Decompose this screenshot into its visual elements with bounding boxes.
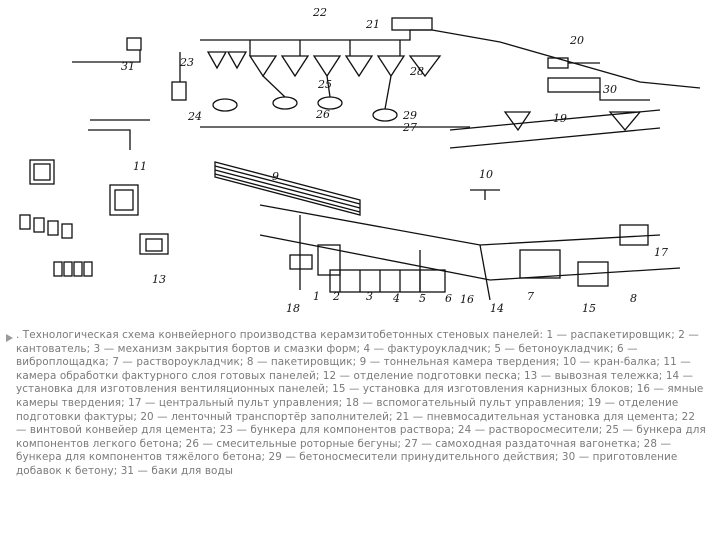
label-15: 15 (582, 302, 596, 315)
label-27: 27 (402, 121, 417, 134)
label-30: 30 (603, 83, 617, 96)
mortar-hoppers (206, 51, 248, 70)
conveyor-line-lower (259, 234, 681, 281)
conveyor-production-scheme: 1 2 3 4 5 6 7 8 9 10 11 13 14 15 16 17 1… (19, 6, 701, 315)
label-17: 17 (654, 246, 668, 259)
additives-preparation (547, 77, 601, 93)
panel-stack-left (19, 214, 93, 277)
central-control-panel (619, 224, 649, 246)
roller-mixer (272, 96, 298, 110)
tipper (317, 244, 341, 276)
label-2: 2 (332, 290, 340, 303)
water-tank (126, 37, 142, 51)
forced-mixer (372, 108, 398, 122)
label-22: 22 (312, 6, 327, 19)
label-4: 4 (392, 292, 400, 305)
light-concrete-hoppers (248, 55, 406, 78)
label-1: 1 (313, 290, 320, 303)
label-31: 31 (121, 60, 135, 73)
label-8: 8 (630, 292, 637, 305)
mortar-mixer (212, 98, 238, 112)
label-14: 14 (490, 302, 504, 315)
figure-caption: . Технологическая схема конвейерного про… (16, 329, 706, 477)
export-cart (139, 233, 169, 255)
label-21: 21 (365, 18, 380, 31)
label-20: 20 (569, 34, 584, 47)
label-28: 28 (409, 65, 424, 78)
label-18: 18 (286, 302, 300, 315)
label-19: 19 (553, 112, 567, 125)
pneumatic-cement-unit (391, 17, 433, 31)
sand-prep (29, 159, 55, 185)
bullet-icon (6, 334, 13, 342)
label-10: 10 (479, 168, 493, 181)
aggregate-belt-conveyor (431, 29, 701, 89)
label-16: 16 (460, 293, 474, 306)
heavy-concrete-hoppers (408, 55, 442, 78)
label-25: 25 (317, 78, 332, 91)
label-9: 9 (272, 170, 279, 183)
conveyor-line-upper (259, 204, 661, 246)
crane-beam (470, 189, 500, 200)
aux-control-panel (289, 254, 313, 270)
label-24: 24 (187, 110, 202, 123)
label-13: 13 (152, 273, 166, 286)
label-3: 3 (366, 290, 373, 303)
curing-pits (329, 269, 446, 293)
label-29: 29 (402, 109, 417, 122)
label-23: 23 (179, 56, 194, 69)
label-5: 5 (419, 292, 426, 305)
label-7: 7 (527, 290, 534, 303)
label-6: 6 (445, 292, 452, 305)
texture-treatment-chamber (109, 184, 139, 216)
cement-screw-conveyor (200, 29, 432, 41)
texture-preparation (449, 109, 661, 149)
label-11: 11 (133, 160, 147, 173)
label-26: 26 (315, 108, 330, 121)
tunnel-curing-chamber (214, 161, 361, 216)
